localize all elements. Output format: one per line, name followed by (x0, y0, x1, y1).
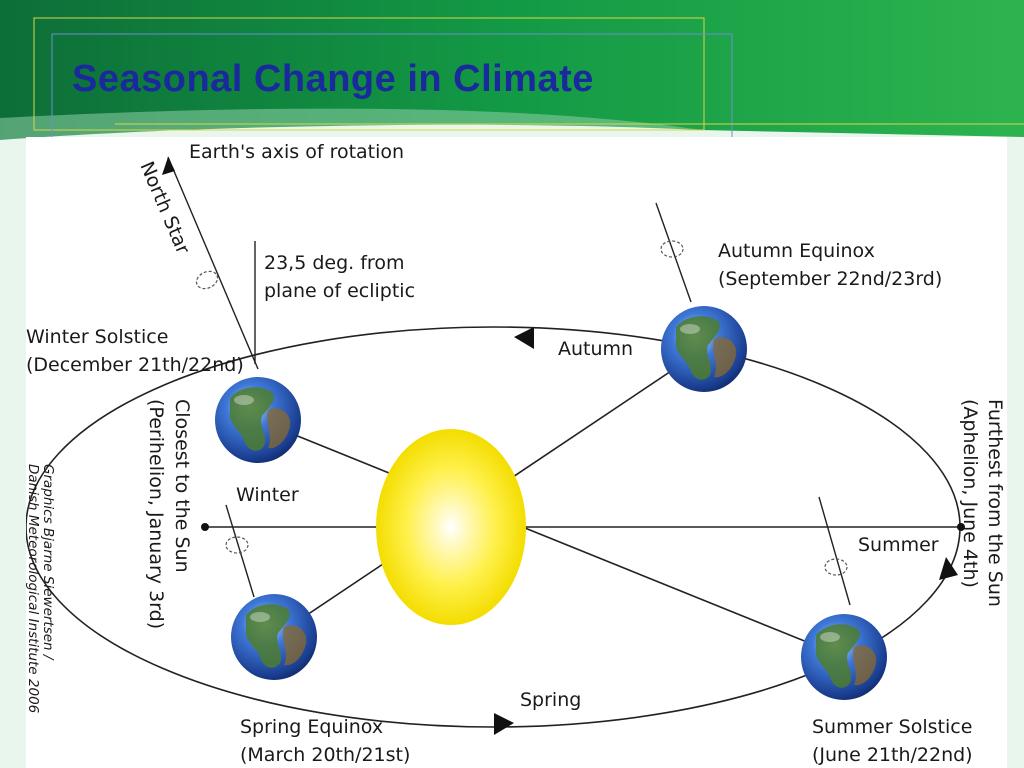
earth-axis-of-rotation (167, 156, 259, 370)
season-label-spring: Spring (520, 689, 581, 711)
axis-label: Earth's axis of rotation (189, 141, 404, 163)
earth-winter-solstice (215, 377, 301, 463)
perihelion-label-line2: (Perihelion, January 3rd) (145, 399, 167, 629)
winter-solstice-title: Winter Solstice (26, 326, 168, 348)
seasons-diagram-svg: Earth's axis of rotation North Star 23,5… (26, 141, 1006, 766)
credit-line1: Graphics Bjarne Siewertsen / (40, 464, 56, 661)
spring-equinox-title: Spring Equinox (240, 716, 383, 738)
credit-line2: Danish Meteorological Institute 2006 (26, 464, 41, 713)
rotation-marker-summer (824, 558, 848, 576)
solstice-line (257, 419, 845, 658)
sun (376, 429, 526, 625)
spring-equinox-date: (March 20th/21st) (240, 744, 410, 766)
earth-summer-solstice (801, 614, 887, 700)
autumn-equinox-date: (September 22nd/23rd) (718, 268, 942, 290)
season-label-winter: Winter (236, 484, 299, 506)
summer-axis (818, 496, 851, 606)
season-label-autumn: Autumn (558, 338, 633, 360)
winter-solstice-date: (December 21th/22nd) (26, 354, 244, 376)
aphelion-label-line2: (Aphelion, June 4th) (959, 399, 981, 588)
aphelion-label-line1: Furthest from the Sun (984, 399, 1006, 607)
tilt-label-line2: plane of ecliptic (264, 280, 415, 302)
earth-spring-equinox (231, 594, 317, 680)
autumn-equinox-title: Autumn Equinox (718, 240, 875, 262)
summer-solstice-title: Summer Solstice (812, 716, 972, 738)
perihelion-label-line1: Closest to the Sun (171, 399, 193, 573)
rotation-marker-autumn (660, 240, 684, 258)
axis-arrowhead (162, 157, 175, 175)
summer-solstice-date: (June 21th/22nd) (812, 744, 973, 766)
earth-autumn-equinox (661, 306, 747, 392)
spring-axis (225, 504, 255, 598)
rotation-marker (195, 270, 219, 290)
arrow-spring (494, 713, 514, 735)
season-label-summer: Summer (858, 534, 939, 556)
arrow-autumn (514, 327, 534, 349)
tilt-label-line1: 23,5 deg. from (264, 252, 404, 274)
aphelion-point (957, 523, 965, 531)
rotation-marker-spring (225, 536, 249, 554)
perihelion-point (201, 523, 209, 531)
slide-title: Seasonal Change in Climate (72, 58, 594, 100)
autumn-axis (655, 202, 692, 303)
seasons-diagram: Earth's axis of rotation North Star 23,5… (26, 137, 1007, 768)
arrow-summer (939, 557, 958, 580)
